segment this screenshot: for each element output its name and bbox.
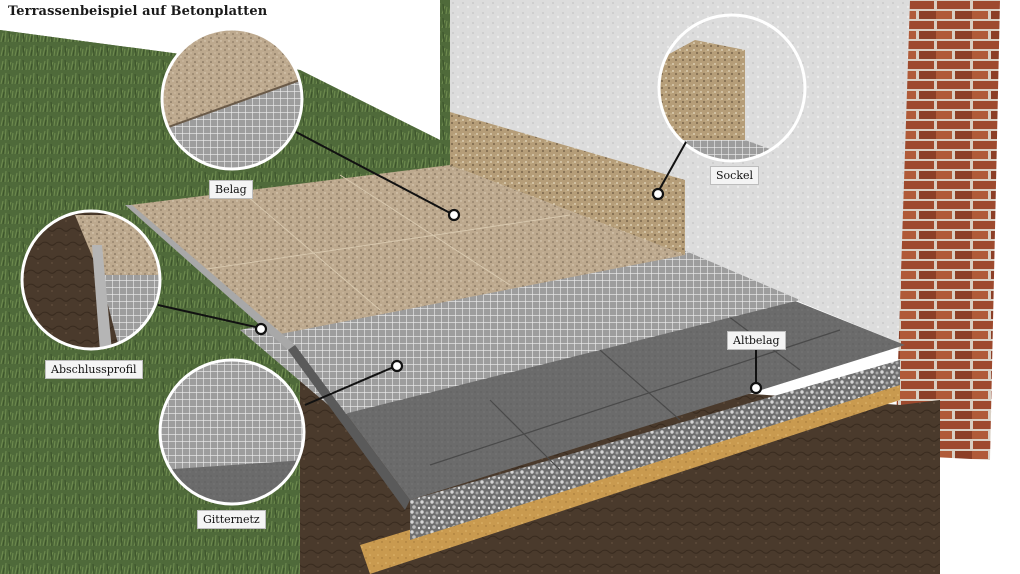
- edge-profile: [125, 205, 295, 350]
- label-abschlussprofil: Abschlussprofil: [45, 360, 143, 379]
- sand-layer: [360, 380, 900, 574]
- detail-circle-belag: [160, 27, 304, 171]
- detail-circle-abschlussprofil: [20, 209, 162, 351]
- label-gitternetz: Gitternetz: [197, 510, 266, 529]
- plinth: [450, 112, 685, 255]
- detail-circle-sockel: [657, 13, 807, 163]
- label-sockel: Sockel: [710, 166, 760, 185]
- label-belag: Belag: [209, 180, 253, 199]
- label-altbelag: Altbelag: [727, 331, 786, 350]
- detail-circle-gitternetz: [158, 358, 306, 506]
- diagram-title: Terrassenbeispiel auf Betonplatten: [8, 4, 268, 19]
- house-wall: [450, 0, 950, 345]
- stone-carpet-surface: [130, 165, 685, 335]
- callout-markers: [254, 187, 763, 395]
- brick-wall: [895, 0, 1000, 460]
- callout-lines: [157, 131, 757, 406]
- gravel-layer: [410, 360, 900, 540]
- mesh-layer: [240, 240, 800, 415]
